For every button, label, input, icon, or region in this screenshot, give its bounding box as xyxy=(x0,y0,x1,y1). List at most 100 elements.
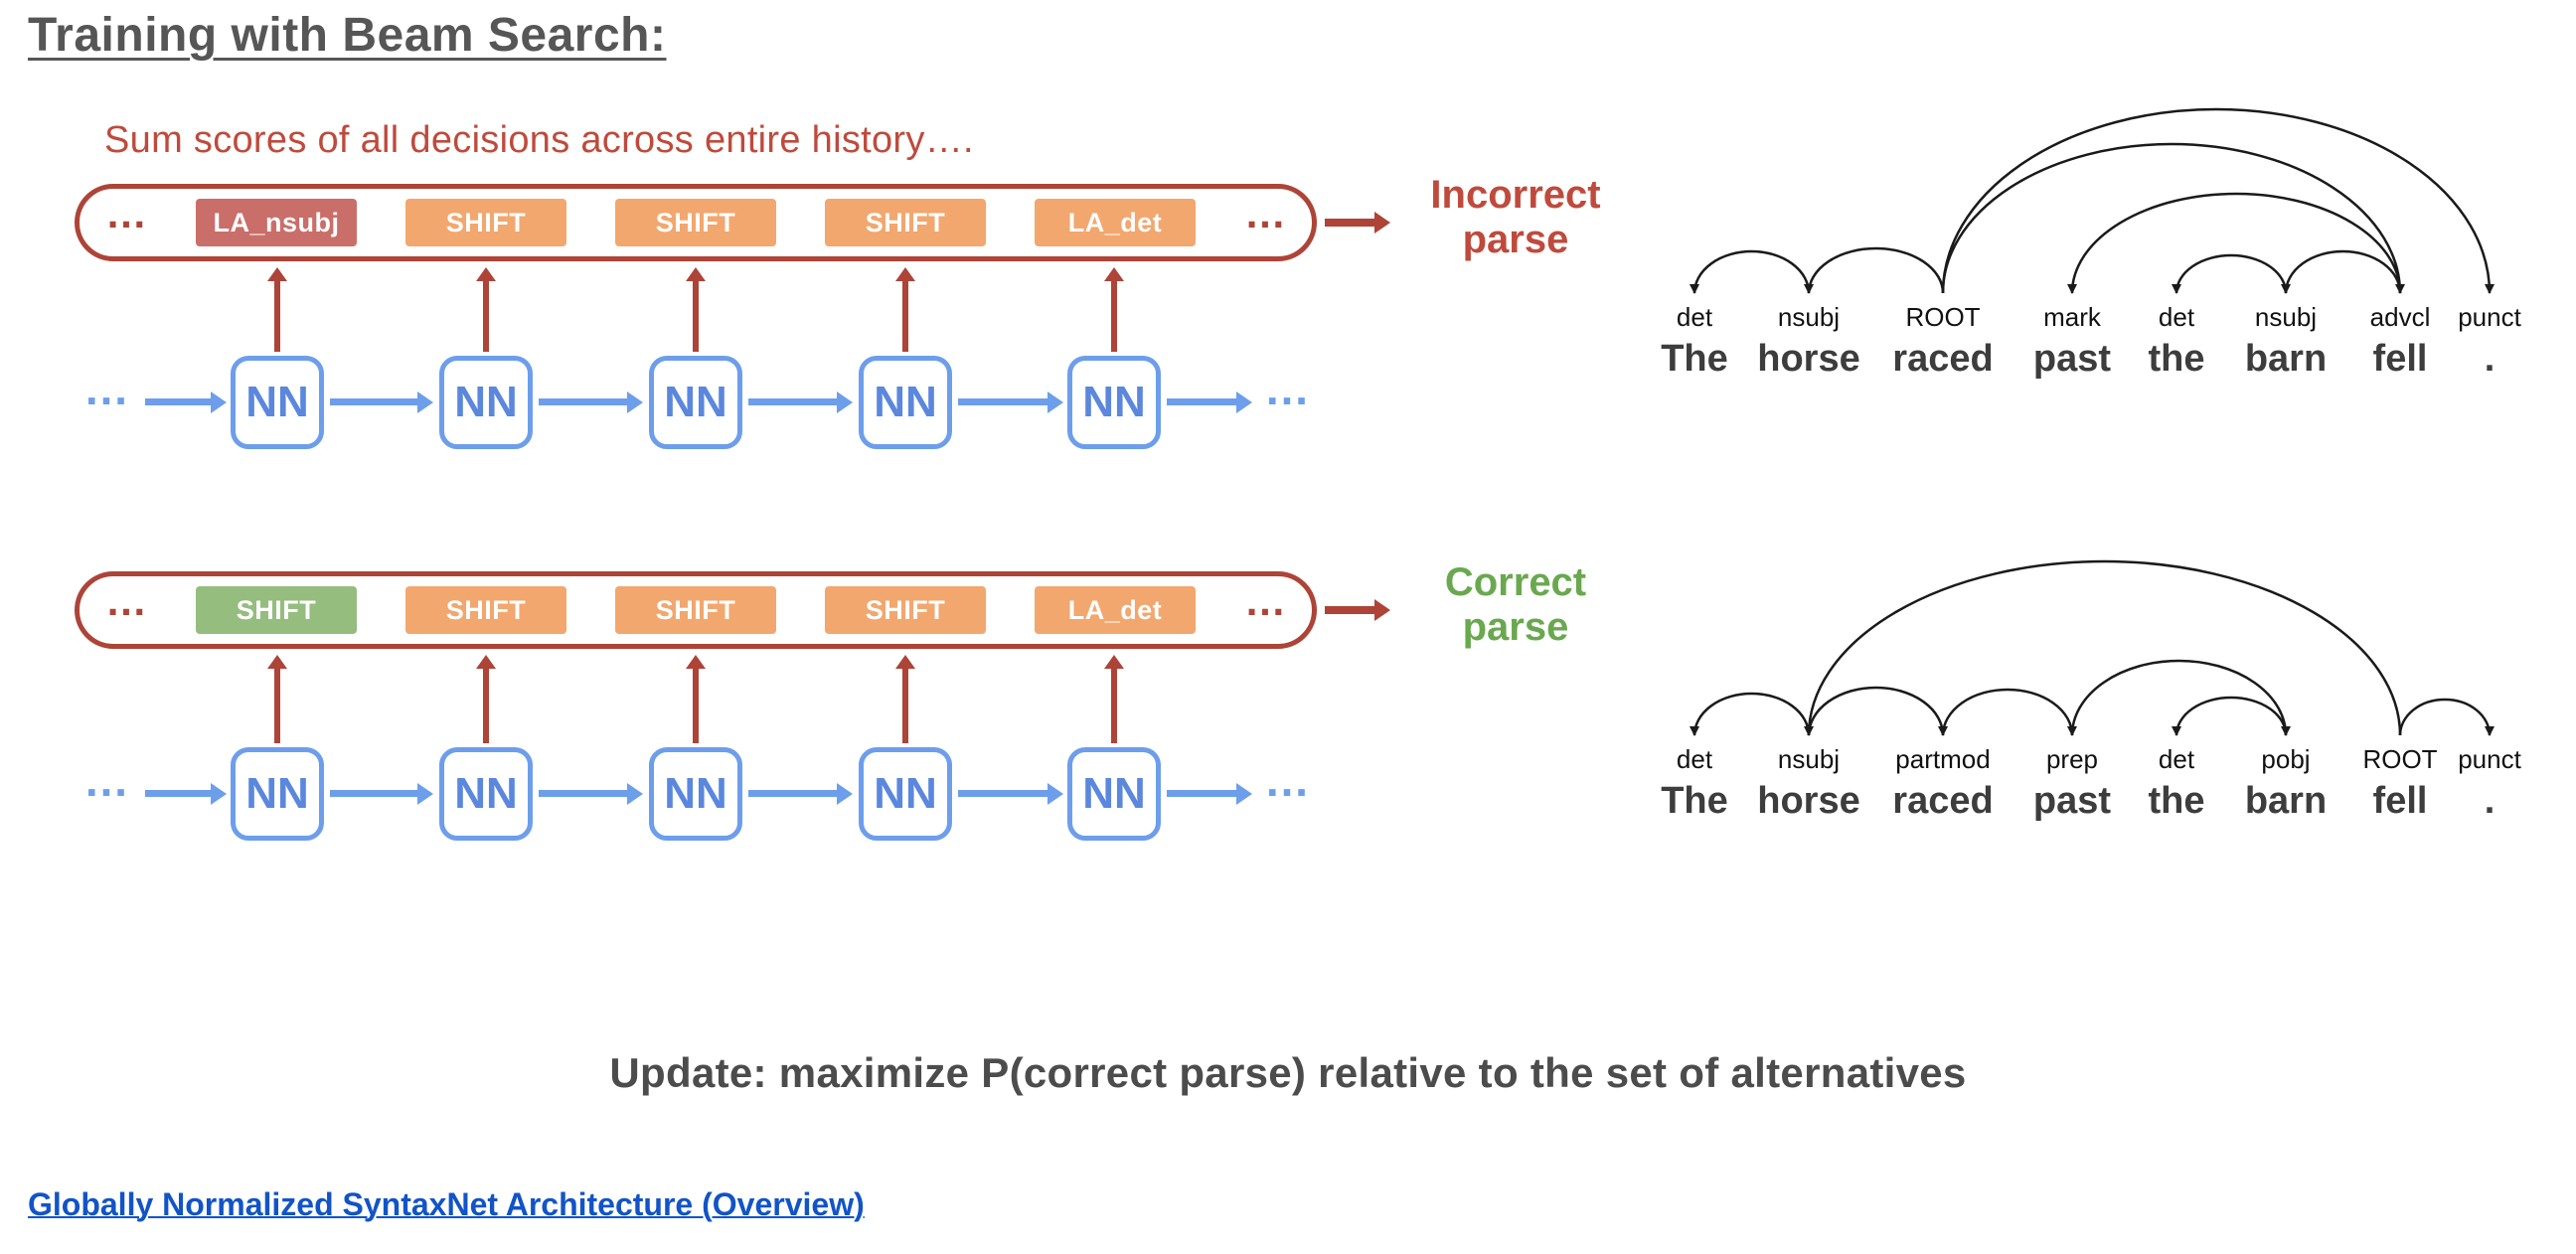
score-up-arrow-icon xyxy=(693,280,699,352)
dep-label: pobj xyxy=(2261,744,2311,774)
nn-cell: NN xyxy=(439,356,533,449)
correct-parse-label: Correct parse xyxy=(1391,560,1640,650)
dep-label: ROOT xyxy=(1905,302,1981,332)
nn-label: NN xyxy=(245,378,309,426)
arc-pobj xyxy=(2070,659,2291,736)
nn-cell: NN xyxy=(231,356,324,449)
score-up-arrow-icon xyxy=(483,668,489,743)
chain-arrow-icon xyxy=(145,398,211,405)
chain-arrow-icon xyxy=(958,398,1047,405)
decision-box: SHIFT xyxy=(405,586,566,634)
decision-box: SHIFT xyxy=(615,199,776,246)
nn-cell: NN xyxy=(859,356,952,449)
decision-box: LA_det xyxy=(1035,199,1196,246)
decision-box: SHIFT xyxy=(825,586,986,634)
dep-label: nsubj xyxy=(1777,744,1841,774)
chain-ellipsis-left: … xyxy=(83,363,129,414)
word: The xyxy=(1661,338,1728,380)
nn-cell: NN xyxy=(231,747,324,841)
word: barn xyxy=(2244,338,2328,380)
nn-cell: NN xyxy=(439,747,533,841)
score-up-arrow-icon xyxy=(902,280,908,352)
nn-label: NN xyxy=(245,769,309,818)
arc-partmod xyxy=(1807,686,1948,736)
dep-label: nsubj xyxy=(1777,302,1841,332)
nn-label: NN xyxy=(454,378,518,426)
nn-cell: NN xyxy=(649,356,742,449)
dep-label: mark xyxy=(2043,302,2101,332)
word: the xyxy=(2148,780,2205,822)
dep-label: partmod xyxy=(1895,744,1991,774)
chain-arrow-icon xyxy=(145,790,211,797)
chain-arrow-icon xyxy=(539,398,627,405)
nn-label: NN xyxy=(664,769,727,818)
score-up-arrow-icon xyxy=(483,280,489,352)
word: past xyxy=(2032,780,2112,822)
nn-label: NN xyxy=(1082,769,1146,818)
incorrect-parse-arcs xyxy=(1690,107,2495,294)
dep-label: det xyxy=(1676,744,1713,774)
arc-prep xyxy=(1941,688,2077,736)
arc-punct xyxy=(1941,107,2495,294)
word: barn xyxy=(2244,780,2328,822)
arc-det xyxy=(1690,249,1811,294)
sequence-ellipsis-right: … xyxy=(1244,190,1286,236)
arrow-to-incorrect-parse-icon xyxy=(1325,219,1374,227)
score-up-arrow-icon xyxy=(693,668,699,743)
arc-punct xyxy=(2398,698,2495,736)
chain-arrow-icon xyxy=(748,398,837,405)
nn-label: NN xyxy=(874,378,937,426)
score-up-arrow-icon xyxy=(274,668,280,743)
word: raced xyxy=(1892,338,1994,380)
chain-arrow-icon xyxy=(1167,398,1236,405)
score-up-arrow-icon xyxy=(1111,280,1117,352)
arc-advcl xyxy=(1941,142,2405,294)
dep-label: prep xyxy=(2045,744,2099,774)
word: raced xyxy=(1892,780,1994,822)
decision-box: LA_nsubj xyxy=(196,199,357,246)
word: . xyxy=(2484,780,2496,822)
dep-label: det xyxy=(1676,302,1713,332)
decision-box: SHIFT xyxy=(405,199,566,246)
score-up-arrow-icon xyxy=(902,668,908,743)
word: horse xyxy=(1757,338,1860,380)
sequence-ellipsis-left: … xyxy=(105,190,147,236)
sequence-ellipsis-right: … xyxy=(1244,577,1286,624)
word: past xyxy=(2032,338,2112,380)
arc-det2 xyxy=(2172,696,2288,736)
update-rule-text: Update: maximize P(correct parse) relati… xyxy=(609,1049,1967,1096)
nn-cell: NN xyxy=(1067,747,1161,841)
word: The xyxy=(1661,780,1728,822)
slide-title: Training with Beam Search: xyxy=(28,9,667,62)
correct-parse-arcs xyxy=(1690,559,2495,736)
dep-label: det xyxy=(2158,302,2195,332)
arc-nsubj xyxy=(1804,559,2402,736)
sum-scores-caption: Sum scores of all decisions across entir… xyxy=(104,119,974,161)
dep-label: punct xyxy=(2458,744,2521,774)
dep-label: punct xyxy=(2458,302,2521,332)
incorrect-parse-tree: det nsubj ROOT mark det nsubj advcl punc… xyxy=(1635,70,2549,397)
syntaxnet-architecture-link[interactable]: Globally Normalized SyntaxNet Architectu… xyxy=(28,1186,865,1222)
nn-label: NN xyxy=(1082,378,1146,426)
arc-nsubj2 xyxy=(2281,249,2402,294)
arc-nsubj xyxy=(1804,246,1945,294)
dep-label: nsubj xyxy=(2254,302,2318,332)
word: fell xyxy=(2372,338,2428,380)
word: . xyxy=(2484,338,2496,380)
correct-parse-tree: det nsubj partmod prep det pobj ROOT pun… xyxy=(1635,512,2549,840)
arc-det xyxy=(1690,692,1811,736)
nn-cell: NN xyxy=(649,747,742,841)
word: the xyxy=(2148,338,2205,380)
chain-arrow-icon xyxy=(1167,790,1236,797)
sequence-ellipsis-left: … xyxy=(105,577,147,624)
correct-parse-line1: Correct xyxy=(1444,560,1587,604)
score-up-arrow-icon xyxy=(1111,668,1117,743)
incorrect-decision-sequence: … LA_nsubj SHIFT SHIFT SHIFT LA_det … xyxy=(75,184,1317,261)
nn-label: NN xyxy=(874,769,937,818)
chain-arrow-icon xyxy=(748,790,837,797)
chain-arrow-icon xyxy=(330,790,417,797)
incorrect-parse-line2: parse xyxy=(1462,217,1569,261)
incorrect-parse-label: Incorrect parse xyxy=(1391,173,1640,262)
chain-ellipsis-left: … xyxy=(83,754,129,806)
